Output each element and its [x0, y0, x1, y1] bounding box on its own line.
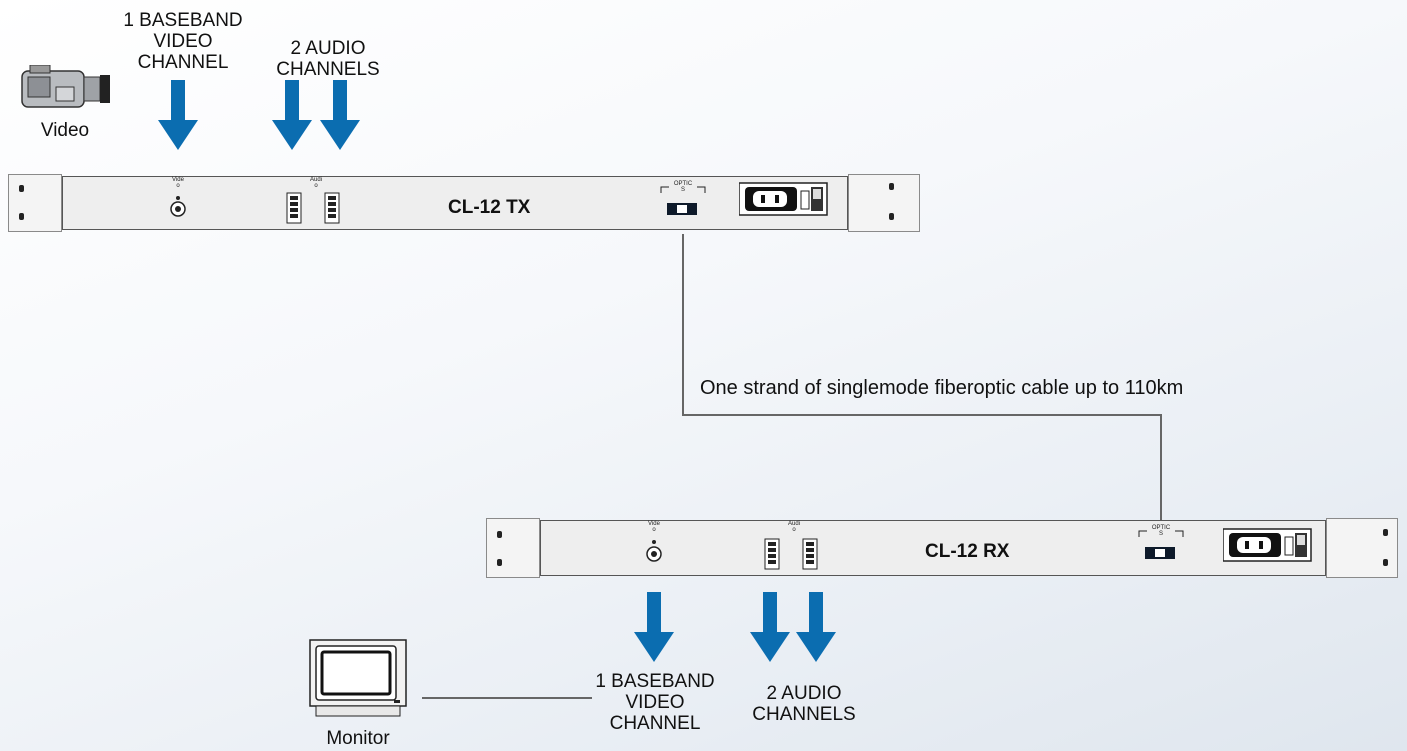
tx-audio-arrow-2 [320, 80, 360, 150]
tx-model-label: CL-12 TX [448, 197, 531, 218]
rx-audio-arrow-2 [796, 592, 836, 662]
rx-optic-label: OPTIC S [1151, 525, 1171, 537]
rx-left-ear [486, 518, 540, 578]
tx-unit: Vide o Audi o CL-12 TX OPTIC S [8, 174, 920, 232]
fiber-cable-segment-1 [682, 234, 684, 416]
rx-unit: Vide o Audi o CL-12 RX OPTIC S [486, 518, 1400, 578]
tx-right-ear [848, 174, 920, 232]
tx-video-arrow [158, 80, 198, 150]
tx-front-panel: Vide o Audi o CL-12 TX OPTIC S [62, 176, 848, 230]
fiber-cable-segment-2 [682, 414, 1162, 416]
tx-audio-channels-label: 2 AUDIO CHANNELS [276, 38, 380, 80]
rx-audio-terminal-icon [764, 538, 818, 570]
rx-front-panel: Vide o Audi o CL-12 RX OPTIC S [540, 520, 1326, 576]
tx-audio-port-label: Audi o [309, 177, 322, 189]
rx-right-ear [1326, 518, 1398, 578]
rx-video-port-label: Vide o [648, 521, 660, 533]
fiber-cable-segment-3 [1160, 414, 1162, 520]
tx-audio-terminal-icon [286, 192, 340, 224]
rx-video-channel-label: 1 BASEBAND VIDEO CHANNEL [595, 671, 715, 734]
monitor-icon [308, 638, 408, 718]
tx-video-channel-label: 1 BASEBAND VIDEO CHANNEL [123, 10, 243, 73]
tx-audio-arrow-1 [272, 80, 312, 150]
tx-bnc-connector-icon [170, 196, 186, 217]
camera-icon [20, 64, 112, 113]
camera-label: Video [40, 120, 90, 141]
tx-power-inlet-icon [739, 182, 828, 216]
rx-audio-arrow-1 [750, 592, 790, 662]
rx-audio-port-label: Audi o [787, 521, 800, 533]
tx-optic-port-icon [660, 186, 706, 215]
tx-optic-label: OPTIC S [673, 181, 693, 193]
monitor-label: Monitor [326, 728, 390, 749]
tx-video-port-label: Vide o [172, 177, 184, 189]
rx-audio-channels-label: 2 AUDIO CHANNELS [752, 683, 856, 725]
rx-power-inlet-icon [1223, 528, 1312, 562]
tx-left-ear [8, 174, 62, 232]
fiber-cable-label: One strand of singlemode fiberoptic cabl… [700, 377, 1184, 399]
rx-video-arrow [634, 592, 674, 662]
rx-optic-port-icon [1138, 530, 1184, 559]
rx-model-label: CL-12 RX [925, 541, 1010, 562]
monitor-cable [422, 697, 592, 699]
rx-bnc-connector-icon [646, 540, 662, 562]
